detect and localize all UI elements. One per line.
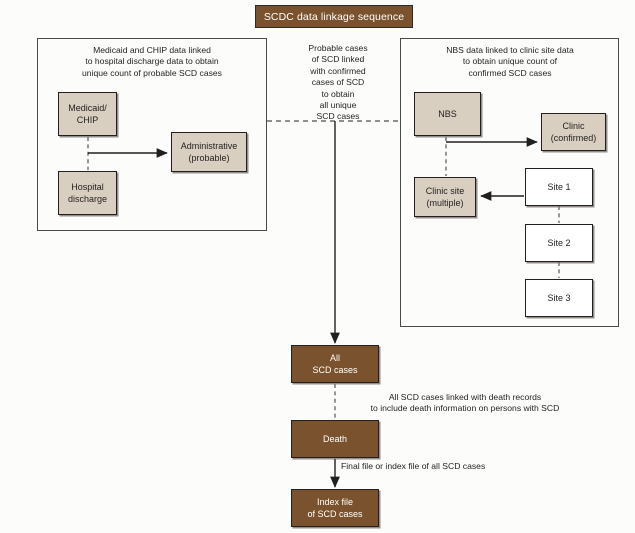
node-site-2: Site 2	[525, 224, 593, 262]
connector-label-final-file: Final file or index file of all SCD case…	[341, 461, 486, 471]
node-site-3: Site 3	[525, 279, 593, 317]
node-label: Medicaid/CHIP	[68, 103, 107, 125]
node-label: Clinic site(multiple)	[425, 186, 465, 208]
node-death: Death	[291, 420, 379, 458]
node-label: Site 3	[547, 293, 571, 303]
node-label: NBS	[438, 109, 457, 119]
node-nbs: NBS	[414, 92, 481, 136]
node-site-1: Site 1	[525, 168, 593, 206]
node-label: Clinic(confirmed)	[550, 121, 597, 143]
panel-clinical-linkage	[400, 38, 619, 327]
panel-administrative-linkage	[37, 38, 267, 231]
node-clinic-confirmed: Clinic(confirmed)	[541, 113, 606, 151]
node-medicaid-chip: Medicaid/CHIP	[58, 92, 117, 136]
node-label: Site 2	[547, 238, 571, 248]
diagram-title: SCDC data linkage sequence	[255, 5, 413, 28]
node-label: Death	[322, 434, 348, 444]
node-label: Administrative(probable)	[180, 141, 238, 163]
node-clinic-site-multiple: Clinic site(multiple)	[414, 177, 476, 217]
node-administrative-probable: Administrative(probable)	[171, 132, 247, 172]
node-label: Site 1	[547, 182, 571, 192]
